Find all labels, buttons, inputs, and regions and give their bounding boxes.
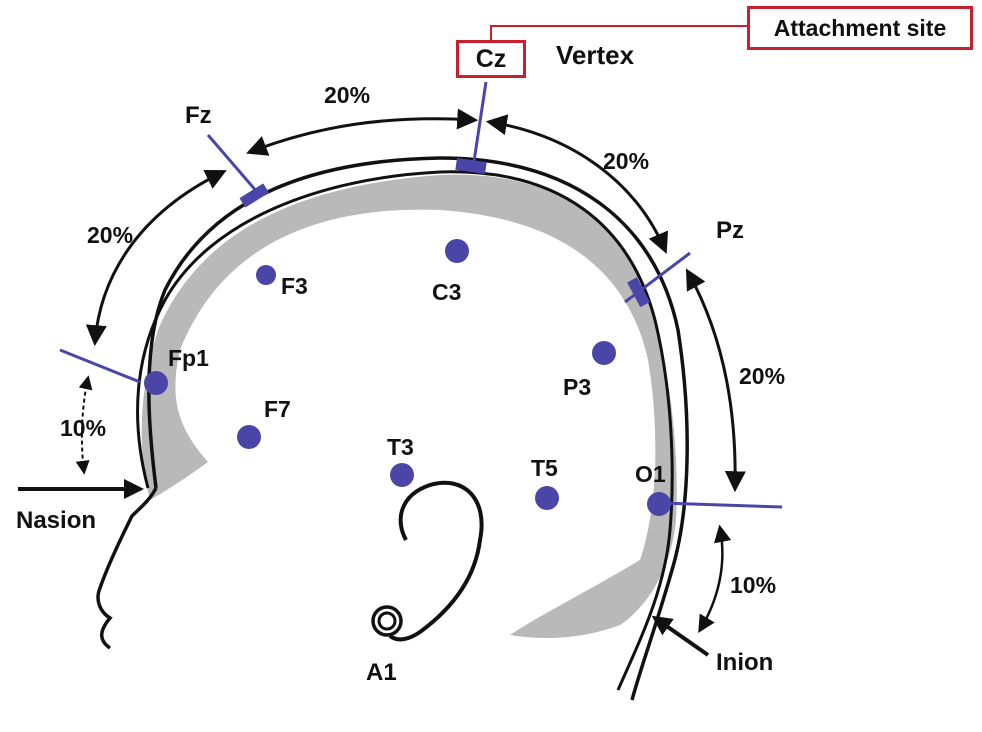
attachment-site-box: Attachment site [747, 6, 973, 50]
arc-o1-inion [698, 524, 732, 634]
label-f7: F7 [264, 396, 291, 422]
label-t3: T3 [387, 434, 414, 460]
pz-marker [627, 277, 650, 308]
label-t5: T5 [531, 455, 558, 481]
pct-o1-inion: 10% [730, 572, 776, 598]
fz-marker [239, 183, 270, 208]
cz-connector-line [471, 81, 488, 169]
ear-canal-inner [377, 611, 397, 631]
arc-nasion-fp1 [75, 375, 93, 475]
electrode-t5 [535, 486, 559, 510]
pct-fz-cz: 20% [324, 82, 370, 108]
label-cz: Cz [475, 44, 507, 73]
ear-outline [388, 480, 484, 642]
pct-cz-pz: 20% [603, 148, 649, 174]
label-fz: Fz [185, 102, 212, 129]
fz-tick-line [206, 134, 260, 194]
o1-tick-line [661, 501, 783, 509]
electrode-c3 [445, 239, 469, 263]
label-o1: O1 [635, 461, 666, 487]
attachment-connector [490, 25, 747, 40]
pct-fp1-fz: 20% [87, 222, 133, 248]
pct-nasion-fp1: 10% [60, 415, 106, 441]
cz-marker [455, 157, 487, 175]
face-profile [96, 487, 158, 650]
label-nasion: Nasion [16, 507, 96, 534]
ear-canal-outer [371, 605, 403, 637]
label-inion: Inion [716, 649, 773, 676]
arc-cz-pz [485, 114, 669, 254]
arc-fp1-fz [85, 169, 227, 347]
label-a1: A1 [366, 659, 397, 686]
electrode-f3 [256, 265, 276, 285]
pct-pz-o1: 20% [739, 363, 785, 389]
electrode-o1 [647, 492, 671, 516]
label-c3: C3 [432, 279, 461, 305]
label-vertex: Vertex [556, 40, 635, 70]
inion-arrow [651, 615, 710, 657]
label-pz: Pz [716, 217, 744, 244]
electrode-t3 [390, 463, 414, 487]
fp1-tick-line [59, 348, 141, 384]
electrode-f7 [237, 425, 261, 449]
electrode-fp1 [144, 371, 168, 395]
arc-pz-o1 [685, 268, 746, 493]
electrode-p3 [592, 341, 616, 365]
label-attachment-site: Attachment site [773, 14, 947, 41]
arc-fz-cz [246, 108, 479, 156]
label-fp1: Fp1 [168, 345, 209, 371]
skull-band [141, 174, 677, 638]
label-p3: P3 [563, 374, 591, 400]
cz-label-box: Cz [456, 40, 526, 78]
label-f3: F3 [281, 273, 308, 299]
